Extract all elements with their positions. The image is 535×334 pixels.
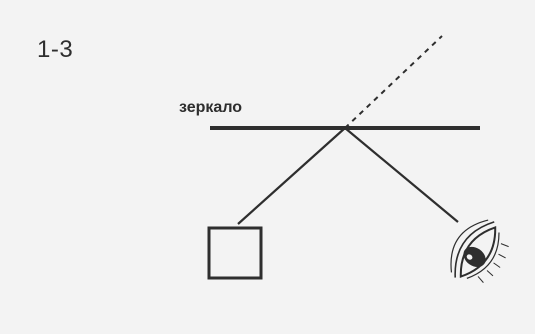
mirror-label: зеркало <box>179 99 243 116</box>
incident-ray <box>237 127 346 225</box>
figure-label: 1-3 <box>37 36 74 63</box>
eye-icon <box>450 219 509 283</box>
reflected-ray <box>344 127 459 223</box>
virtual-ray-extension <box>344 35 443 129</box>
object-square <box>207 226 263 280</box>
